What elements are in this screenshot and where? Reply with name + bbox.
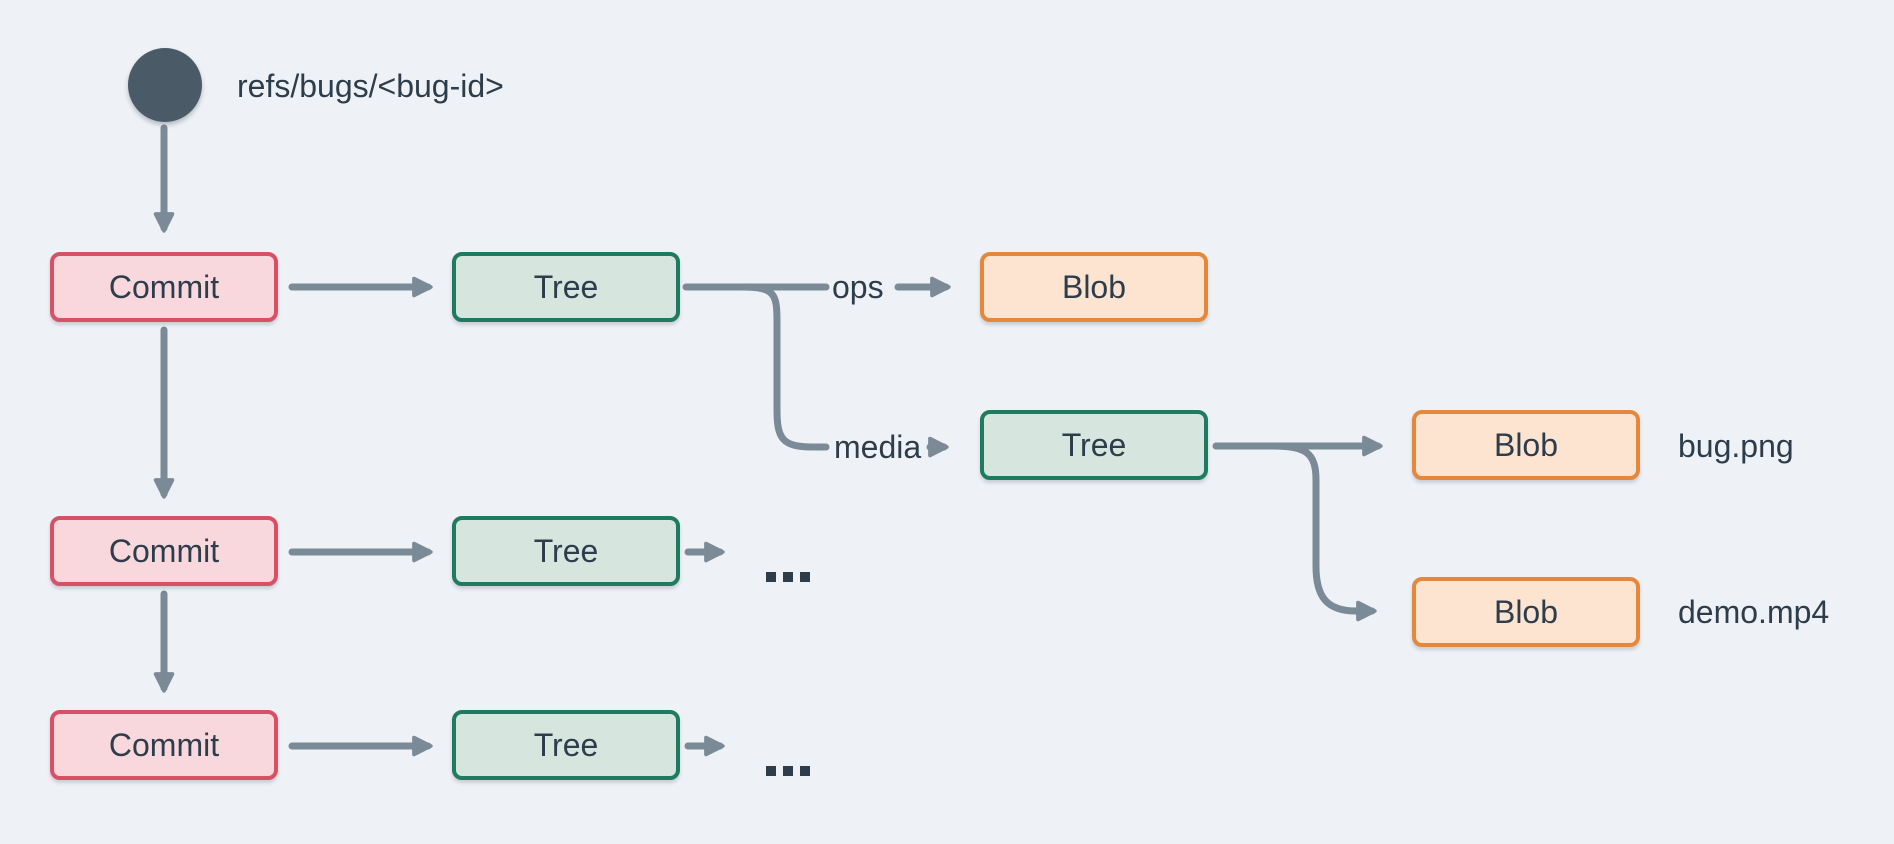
node-commit-2: Commit [50, 516, 278, 586]
node-blob-bug-label: Blob [1493, 427, 1559, 463]
node-blob-ops-label: Blob [1061, 269, 1127, 305]
ellipsis-row-3: ... [766, 766, 810, 776]
node-tree-2: Tree [452, 516, 680, 586]
edge-treemedia-branch-to-blob-demo [1268, 442, 1377, 622]
node-commit-1: Commit [50, 252, 278, 322]
ellipsis-dot [783, 572, 793, 582]
node-blob-ops: Blob [980, 252, 1208, 322]
node-commit-2-label: Commit [108, 533, 220, 569]
ref-head-dot [128, 48, 202, 122]
node-tree-media: Tree [980, 410, 1208, 480]
node-blob-demo-label: Blob [1493, 594, 1559, 630]
node-tree-1: Tree [452, 252, 680, 322]
ellipsis-dot [800, 572, 810, 582]
node-blob-bug: Blob [1412, 410, 1640, 480]
ellipsis-dot [783, 766, 793, 776]
ellipsis-dot [766, 766, 776, 776]
node-tree-media-label: Tree [1061, 427, 1127, 463]
file-label-bug-png: bug.png [1678, 428, 1794, 464]
node-tree-1-label: Tree [533, 269, 599, 305]
ellipsis-row-2: ... [766, 572, 810, 582]
node-blob-demo: Blob [1412, 577, 1640, 647]
node-commit-3-label: Commit [108, 727, 220, 763]
node-commit-3: Commit [50, 710, 278, 780]
file-label-demo-mp4: demo.mp4 [1678, 594, 1830, 630]
node-tree-3: Tree [452, 710, 680, 780]
ellipsis-dot [766, 572, 776, 582]
node-tree-3-label: Tree [533, 727, 599, 763]
node-commit-1-label: Commit [108, 269, 220, 305]
edge-label-media: media [834, 429, 922, 465]
edge-label-ops: ops [832, 269, 884, 305]
ref-label: refs/bugs/<bug-id> [237, 68, 504, 104]
ellipsis-dot [800, 766, 810, 776]
node-tree-2-label: Tree [533, 533, 599, 569]
edge-tree1-branch-to-media [738, 283, 830, 451]
